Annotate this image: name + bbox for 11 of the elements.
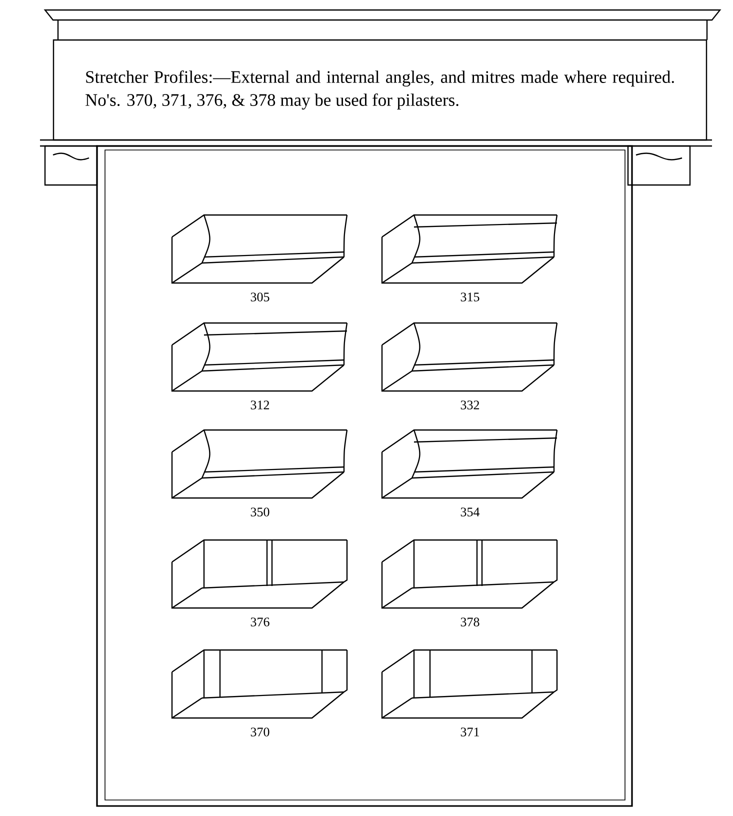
header-band: Stretcher Profiles:—External and internal angles, and mitres made where required. No's. 370, 371, 376, & 378 may be used for pilasters. bbox=[52, 39, 708, 141]
profile-number: 376 bbox=[250, 618, 270, 626]
profile-number: 371 bbox=[460, 728, 479, 736]
profile-number: 315 bbox=[460, 292, 480, 302]
profile-number: 305 bbox=[250, 292, 270, 302]
profile-number: 350 bbox=[250, 508, 270, 516]
profile-number: 354 bbox=[460, 508, 480, 516]
profile-number: 312 bbox=[250, 400, 270, 410]
profile-number: 370 bbox=[250, 728, 270, 736]
profile-number: 378 bbox=[460, 618, 480, 626]
profile-number: 332 bbox=[460, 400, 480, 410]
